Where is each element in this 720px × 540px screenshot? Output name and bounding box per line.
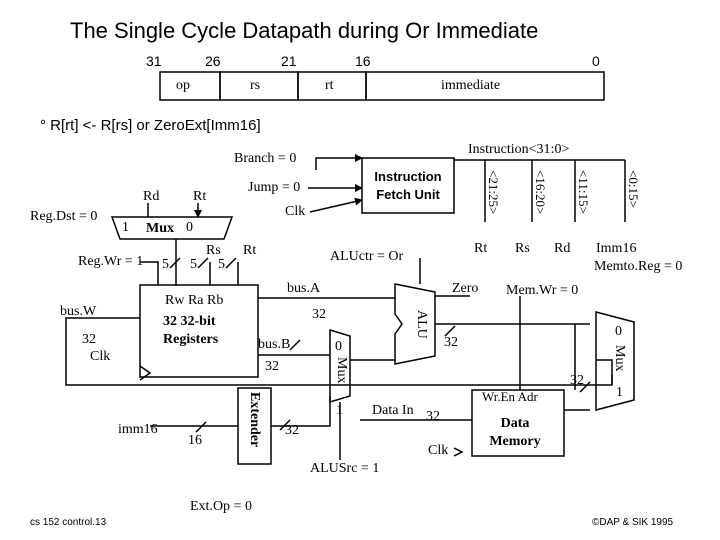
busb-width: 32: [265, 359, 279, 374]
register-file-box: [139, 284, 259, 378]
regdst-in-rt: Rt: [193, 189, 207, 204]
field-op-label: op: [176, 78, 190, 93]
memwr-signal: Mem.Wr = 0: [506, 283, 579, 298]
extender-label: Extender: [247, 392, 262, 448]
aluctr-signal: ALUctr = Or: [330, 249, 404, 264]
memtoreg-mux-shape: [595, 311, 635, 411]
field-immediate-box: [365, 71, 605, 101]
field-11-15: <11:15>: [576, 170, 591, 214]
busw-width: 32: [82, 332, 96, 347]
data-memory-box: [471, 389, 565, 457]
ext-out-width: 32: [285, 423, 299, 438]
width-rw: 5: [162, 257, 169, 272]
regdst-mux-zero: 0: [186, 220, 193, 235]
bus-out-rs: Rs: [515, 241, 530, 256]
regfile-rt: Rt: [243, 243, 257, 258]
alu-shape: [394, 283, 436, 365]
regdst-mux-one: 1: [122, 220, 129, 235]
regdst-mux-label: Mux: [146, 221, 174, 236]
bit-26: 26: [205, 53, 221, 69]
operation-rtl: ° R[rt] <- R[rs] or ZeroExt[Imm16]: [40, 117, 261, 134]
extop-signal: Ext.Op = 0: [190, 499, 252, 514]
busa-width: 32: [312, 307, 326, 322]
field-0-15: <0:15>: [626, 170, 641, 208]
field-rs-label: rs: [250, 78, 261, 93]
datain-label: Data In: [372, 403, 414, 418]
field-immediate-label: immediate: [441, 78, 501, 93]
alusrc-mux-zero: 0: [335, 339, 342, 354]
branch-signal: Branch = 0: [234, 151, 297, 166]
memtoreg-mux-one: 1: [616, 385, 623, 400]
field-21-25: <21:25>: [486, 170, 501, 215]
alu-zero-label: Zero: [452, 281, 479, 296]
bit-16: 16: [355, 53, 371, 69]
field-16-20: <16:20>: [533, 170, 548, 215]
memory-clk: Clk: [428, 443, 449, 458]
bus-out-imm16: Imm16: [596, 241, 637, 256]
jump-signal: Jump = 0: [248, 180, 301, 195]
regdst-signal: Reg.Dst = 0: [30, 209, 98, 224]
busb-label: bus.B: [258, 337, 291, 352]
regfile-rs: Rs: [206, 243, 221, 258]
bit-21: 21: [281, 53, 297, 69]
alusrc-mux-one: 1: [336, 403, 343, 418]
memory-out-width: 32: [570, 373, 584, 388]
memtoreg-mux-zero: 0: [615, 324, 622, 339]
memory-line2: Memory: [489, 434, 541, 449]
bit-31: 31: [146, 53, 162, 69]
ifu-clk: Clk: [285, 204, 306, 219]
alusrc-mux-label: Mux: [334, 357, 349, 384]
busa-label: bus.A: [287, 281, 321, 296]
bit-0: 0: [592, 53, 600, 69]
bus-out-rd: Rd: [554, 241, 571, 256]
bus-out-rt: Rt: [474, 241, 488, 256]
footer-right: ©DAP & SIK 1995: [592, 517, 674, 528]
regfile-line1: 32 32-bit: [163, 314, 216, 329]
memory-line1: Data: [500, 416, 530, 431]
alu-label: ALU: [414, 310, 429, 339]
field-rt-label: rt: [325, 78, 334, 93]
busw-label: bus.W: [60, 304, 97, 319]
ifu-box: [361, 157, 455, 214]
page-title: The Single Cycle Datapath during Or Imme…: [70, 18, 539, 43]
ifu-line1: Instruction: [374, 169, 442, 184]
alu-out-width: 32: [444, 335, 458, 350]
alusrc-mux-shape: [329, 328, 351, 404]
ifu-line2: Fetch Unit: [376, 187, 440, 202]
regwr-signal: Reg.Wr = 1: [78, 254, 144, 269]
regdst-in-rd: Rd: [143, 189, 160, 204]
memtoreg-mux-label: Mux: [612, 345, 627, 372]
instruction-bus-label: Instruction<31:0>: [468, 142, 570, 157]
field-op-box: [159, 71, 221, 101]
width-ra: 5: [190, 257, 197, 272]
footer-left: cs 152 control.13: [30, 517, 107, 528]
regfile-line2: Registers: [163, 332, 219, 347]
width-rb: 5: [218, 257, 225, 272]
regfile-ports: Rw Ra Rb: [165, 293, 224, 308]
imm16-width: 16: [188, 433, 202, 448]
imm16-label: imm16: [118, 422, 158, 437]
memtoreg-signal: Memto.Reg = 0: [594, 259, 683, 274]
datain-width: 32: [426, 409, 440, 424]
regfile-clk: Clk: [90, 349, 111, 364]
alusrc-signal: ALUSrc = 1: [310, 461, 380, 476]
memory-ports: Wr.En Adr: [482, 389, 538, 404]
